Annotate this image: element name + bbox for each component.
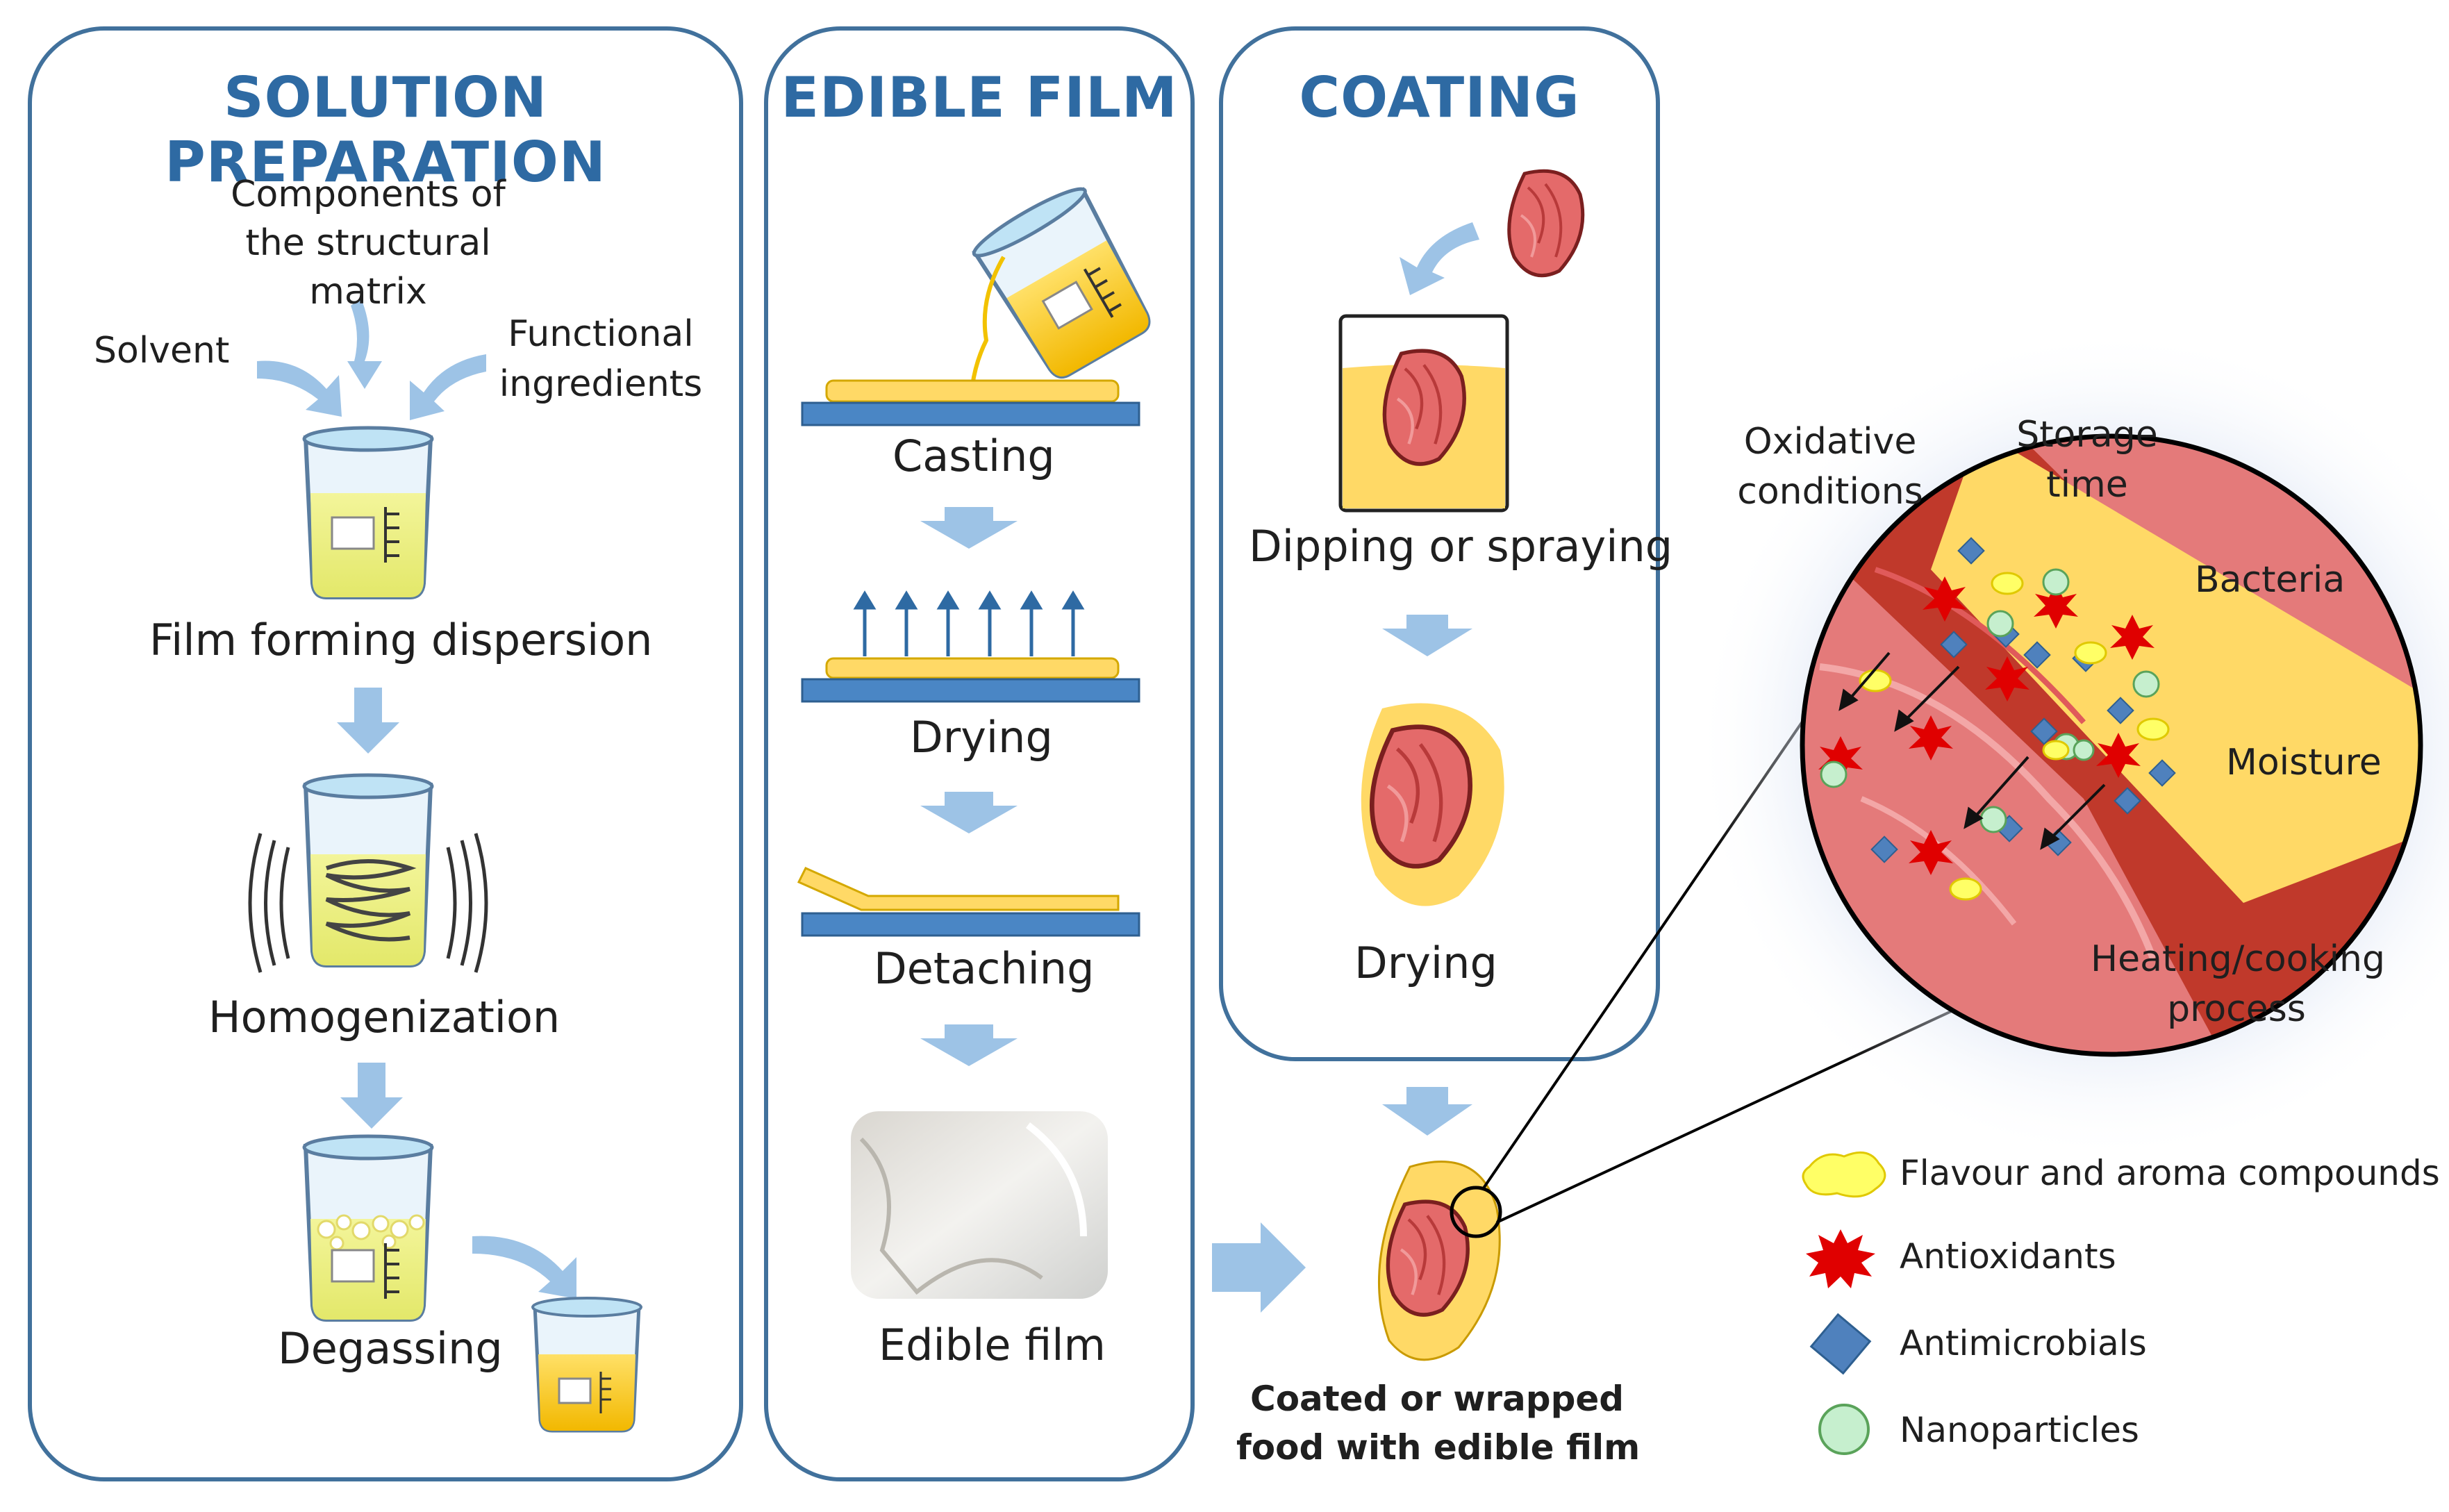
down-arrow-1 [337,688,399,754]
edible-film-panel-title: EDIBLE FILM [781,65,1178,130]
blob-icon [1802,1151,1886,1198]
small-beaker-icon [531,1297,642,1433]
drying-label-film: Drying [910,712,1053,763]
pouring-beaker-icon [972,187,1151,379]
oxidative-label: Oxidative conditions [1737,421,1923,513]
casting-plate [801,379,1140,426]
functional-ingredients-label: Functional ingredients [499,313,703,405]
zoom-circle [1800,433,2423,1057]
curved-arrow-degas [472,1236,576,1299]
drying-up-arrows [853,590,1085,656]
diamond-icon [1809,1313,1872,1375]
circle-icon [1818,1404,1870,1455]
zoom-circle-content [1802,436,2421,1054]
burst-icon [1806,1229,1875,1288]
result-label-line2: food with edible film [1236,1427,1641,1468]
detaching-label: Detaching [874,943,1095,994]
legend-flavour: Flavour and aroma compounds [1900,1153,2440,1193]
edible-film-label: Edible film [879,1320,1106,1370]
down-arrow-7 [1382,1087,1472,1136]
down-arrow-3 [920,507,1018,549]
right-arrow-result [1212,1222,1306,1313]
drying-label-coating: Drying [1354,938,1497,988]
input-arrows [257,299,486,420]
zoom-arrows [1838,651,2106,850]
down-arrow-5 [920,1024,1018,1066]
film-forming-label: Film forming dispersion [149,615,653,665]
beaker-2-icon [248,773,488,973]
down-arrow-2 [340,1063,403,1129]
beaker-3-icon [302,1134,434,1322]
legend-antimicrobials: Antimicrobials [1900,1323,2147,1363]
solvent-label: Solvent [94,330,230,372]
edible-film-photo [851,1111,1108,1299]
casting-label: Casting [893,431,1055,481]
down-arrow-4 [920,792,1018,833]
legend-antioxidants: Antioxidants [1900,1236,2116,1277]
solution-panel-title: SOLUTION PREPARATION [165,65,606,194]
bacteria-label: Bacteria [2195,559,2346,601]
zoom-flavour [1859,572,2170,901]
down-arrow-6 [1382,615,1472,656]
storage-label: Storage time [2016,414,2158,506]
zoom-antioxidants [1818,576,2155,875]
beaker-1-icon [302,426,434,599]
result-label-line1: Coated or wrapped [1250,1379,1625,1419]
legend-nanoparticles: Nanoparticles [1900,1410,2139,1450]
homogenization-label: Homogenization [208,992,561,1042]
meat-icon-1 [1509,171,1583,275]
drying-plate [801,657,1140,703]
dipping-label: Dipping or spraying [1249,521,1673,572]
components-label: Components of the structural matrix [231,174,506,313]
curved-arrow-coating [1400,222,1479,295]
heating-label: Heating/cooking process [2091,938,2386,1030]
coating-panel-title: COATING [1299,65,1580,130]
zoom-circle-small [1450,1186,1502,1238]
legend-icons [1802,1151,1886,1455]
moisture-label: Moisture [2226,742,2382,783]
detaching-plate [797,867,1140,937]
degassing-label: Degassing [278,1323,503,1374]
